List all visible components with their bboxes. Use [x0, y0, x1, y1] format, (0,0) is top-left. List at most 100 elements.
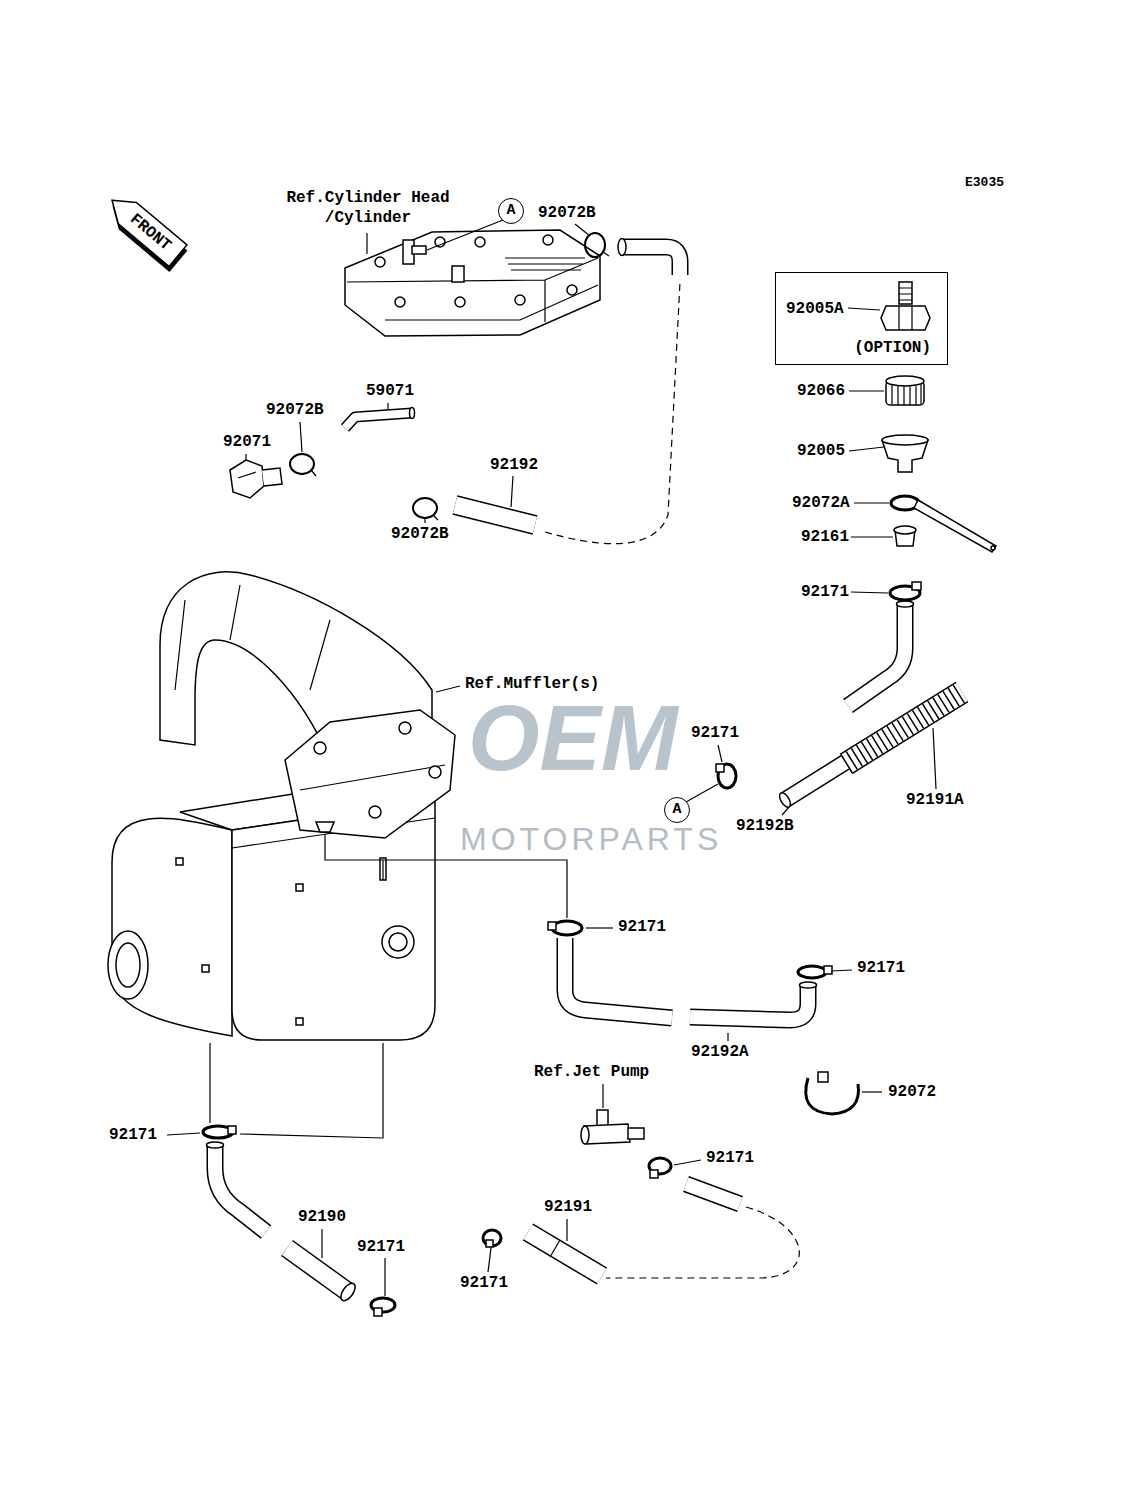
lower-hoses	[338, 1281, 358, 1303]
leader-line	[674, 1160, 701, 1165]
leader-line	[854, 502, 889, 503]
hose-clip	[433, 515, 438, 520]
muffler	[316, 822, 334, 832]
callout-number: 92171	[705, 1148, 755, 1168]
filler-cap	[886, 376, 924, 405]
cylinder-head	[412, 246, 426, 254]
lower-hoses	[528, 1232, 602, 1276]
leader-line	[831, 970, 852, 971]
elbow-pipe	[410, 408, 415, 419]
leader-line	[387, 403, 388, 409]
corrugated-hose	[846, 692, 962, 764]
leader-line	[862, 1091, 882, 1092]
leader-line	[245, 454, 246, 460]
leader-line	[849, 390, 884, 391]
hose	[785, 758, 852, 800]
filler-neck	[882, 435, 928, 445]
muffler	[389, 933, 407, 951]
callout-number: 92171	[800, 582, 850, 602]
hose	[622, 247, 680, 275]
muffler	[175, 585, 330, 690]
leader-line	[210, 1043, 383, 1138]
filler-cap	[886, 376, 924, 386]
option-box: 92005A(OPTION)	[775, 272, 948, 365]
corrugated-hose	[846, 692, 962, 764]
leader-line	[384, 1258, 385, 1296]
lower-hoses	[287, 1248, 348, 1292]
lower-hoses	[215, 1145, 266, 1232]
jet-pump-fitting	[584, 1124, 630, 1144]
lower-hoses	[550, 1240, 560, 1257]
leader-line	[424, 519, 425, 523]
callout-number: 92190	[297, 1207, 347, 1227]
muffler	[399, 722, 411, 734]
callout-number: 92171	[617, 917, 667, 937]
leader-line	[782, 806, 790, 815]
leader-line	[436, 686, 460, 692]
muffler	[300, 765, 445, 790]
lower-hoses	[207, 1142, 224, 1148]
hose	[777, 791, 792, 809]
leader-line	[511, 476, 513, 507]
leader-line	[851, 592, 888, 593]
reference-letter: A	[506, 202, 515, 220]
elbow-pipe	[345, 413, 412, 428]
cable-tie	[806, 1072, 859, 1114]
callout-number: (OPTION)	[854, 339, 931, 357]
front-arrow: FRONT	[103, 190, 187, 267]
hose	[545, 282, 680, 544]
hose	[618, 239, 626, 256]
cylinder-head	[345, 230, 600, 336]
drain-plug	[238, 472, 256, 478]
muffler	[108, 931, 148, 999]
leader-line	[933, 728, 936, 789]
callout-number: 92192	[489, 455, 539, 475]
retainer-strap	[991, 546, 995, 550]
grommet	[894, 526, 916, 546]
muffler	[232, 800, 435, 1040]
hose	[455, 505, 535, 525]
leader-line	[848, 308, 880, 310]
hose-clamp	[716, 764, 724, 772]
hose	[622, 247, 680, 275]
cylinder-head	[543, 235, 553, 245]
callout-number: 92192B	[735, 816, 795, 836]
corrugated-hose	[846, 692, 962, 764]
cylinder-head	[345, 230, 600, 336]
hose-clamp	[228, 1126, 236, 1134]
callout-number: 92191A	[905, 790, 965, 810]
lower-hoses	[686, 1184, 740, 1204]
drain-plug	[262, 468, 282, 486]
vent-fitting	[899, 288, 912, 300]
callout-number: 92171	[356, 1237, 406, 1257]
drain-plug	[230, 460, 282, 498]
vent-fitting	[899, 306, 912, 330]
cable-tie	[806, 1078, 859, 1114]
leader-line	[602, 1084, 603, 1108]
muffler	[285, 710, 455, 838]
leader-line	[686, 784, 718, 802]
leader-line	[488, 1248, 491, 1272]
leader-line	[718, 745, 722, 762]
muffler	[369, 806, 381, 818]
grommet	[894, 526, 916, 534]
hose	[848, 604, 905, 706]
callout-number: 92171	[690, 723, 740, 743]
muffler	[112, 818, 232, 1036]
muffler	[429, 766, 441, 778]
hose-clamp	[912, 582, 921, 590]
watermark: OEM	[468, 692, 678, 784]
hose	[897, 601, 914, 607]
muffler	[116, 943, 140, 987]
leader-line	[300, 422, 302, 452]
hose-clamp	[483, 1230, 501, 1246]
retainer-strap	[914, 500, 996, 552]
callout-number: 92171	[856, 958, 906, 978]
lower-hoses	[690, 985, 808, 1020]
lower-hoses	[606, 1207, 799, 1278]
callout-number: 92072B	[265, 400, 325, 420]
hose	[455, 239, 914, 809]
cylinder-head	[347, 258, 598, 322]
hose	[785, 758, 852, 800]
hose-clip	[585, 233, 605, 257]
